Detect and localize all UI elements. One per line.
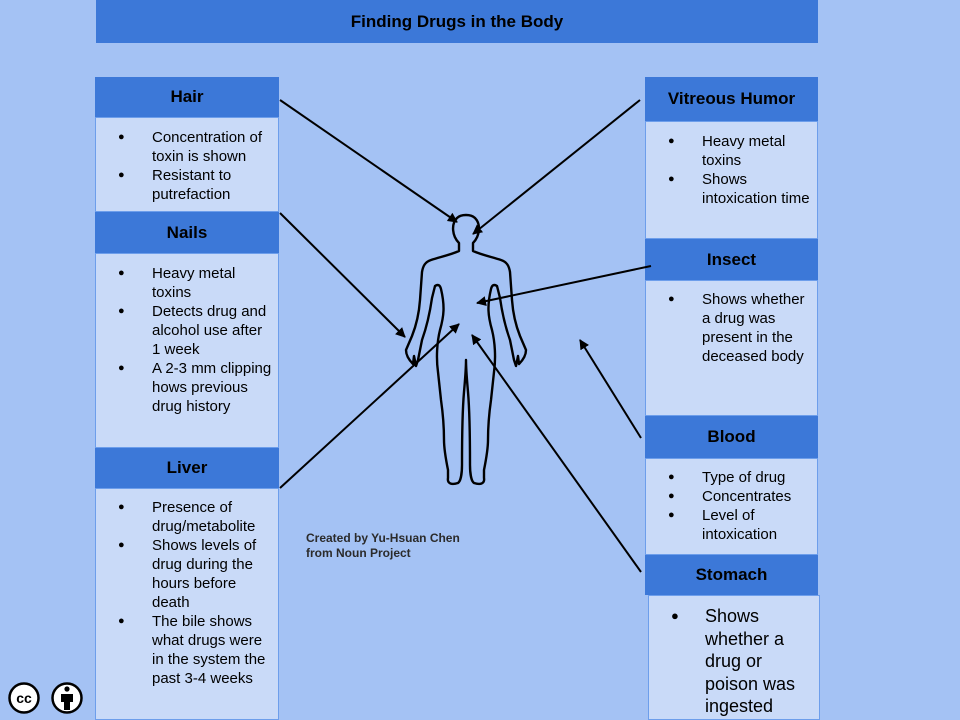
stomach-arrow: [471, 334, 642, 573]
hair-box: Concentration of toxin is shown Resistan…: [95, 117, 279, 212]
list-item: Detects drug and alcohol use after 1 wee…: [96, 302, 278, 359]
blood-arrow: [579, 339, 642, 439]
list-item: Shows levels of drug during the hours be…: [96, 536, 278, 612]
vitreous-humor-header: Vitreous Humor: [645, 77, 818, 121]
image-credit: Created by Yu-Hsuan Chen from Noun Proje…: [306, 531, 460, 561]
list-item: Shows intoxication time: [646, 170, 817, 208]
nails-arrow: [279, 212, 406, 338]
insect-header: Insect: [645, 239, 818, 280]
list-item: Shows whether a drug was present in the …: [646, 290, 817, 366]
list-item: Resistant to putrefaction: [96, 166, 278, 204]
stomach-header: Stomach: [645, 555, 818, 595]
hair-arrow: [279, 99, 458, 223]
credit-line-2: from Noun Project: [306, 546, 411, 560]
liver-header: Liver: [95, 448, 279, 488]
list-item: Level of intoxication: [646, 506, 817, 544]
blood-box: Type of drug Concentrates Level of intox…: [645, 458, 818, 555]
list-item: Heavy metal toxins: [646, 132, 817, 170]
list-item: Presence of drug/metabolite: [96, 498, 278, 536]
list-item: Type of drug: [646, 468, 817, 487]
list-item: Heavy metal toxins: [96, 264, 278, 302]
vitreous-arrow: [472, 99, 641, 235]
attribution-icon: [51, 682, 83, 714]
nails-header: Nails: [95, 212, 279, 253]
list-item: Concentrates: [646, 487, 817, 506]
liver-box: Presence of drug/metabolite Shows levels…: [95, 488, 279, 720]
hair-header: Hair: [95, 77, 279, 117]
credit-line-1: Created by Yu-Hsuan Chen: [306, 531, 460, 545]
human-body-icon: [404, 213, 528, 486]
list-item: A 2-3 mm clipping hows previous drug his…: [96, 359, 278, 416]
blood-header: Blood: [645, 416, 818, 458]
insect-box: Shows whether a drug was present in the …: [645, 280, 818, 416]
vitreous-humor-box: Heavy metal toxins Shows intoxication ti…: [645, 121, 818, 239]
arrows: [279, 99, 652, 573]
list-item: Shows whether a drug or poison was inges…: [649, 605, 819, 718]
list-item: Concentration of toxin is shown: [96, 128, 278, 166]
page-title: Finding Drugs in the Body: [96, 0, 818, 43]
list-item: The bile shows what drugs were in the sy…: [96, 612, 278, 688]
creative-commons-icon: cc: [8, 682, 40, 714]
nails-box: Heavy metal toxins Detects drug and alco…: [95, 253, 279, 448]
cc-label: cc: [16, 690, 32, 706]
liver-arrow: [279, 323, 460, 489]
insect-arrow: [476, 265, 652, 307]
stomach-box: Shows whether a drug or poison was inges…: [648, 595, 820, 720]
